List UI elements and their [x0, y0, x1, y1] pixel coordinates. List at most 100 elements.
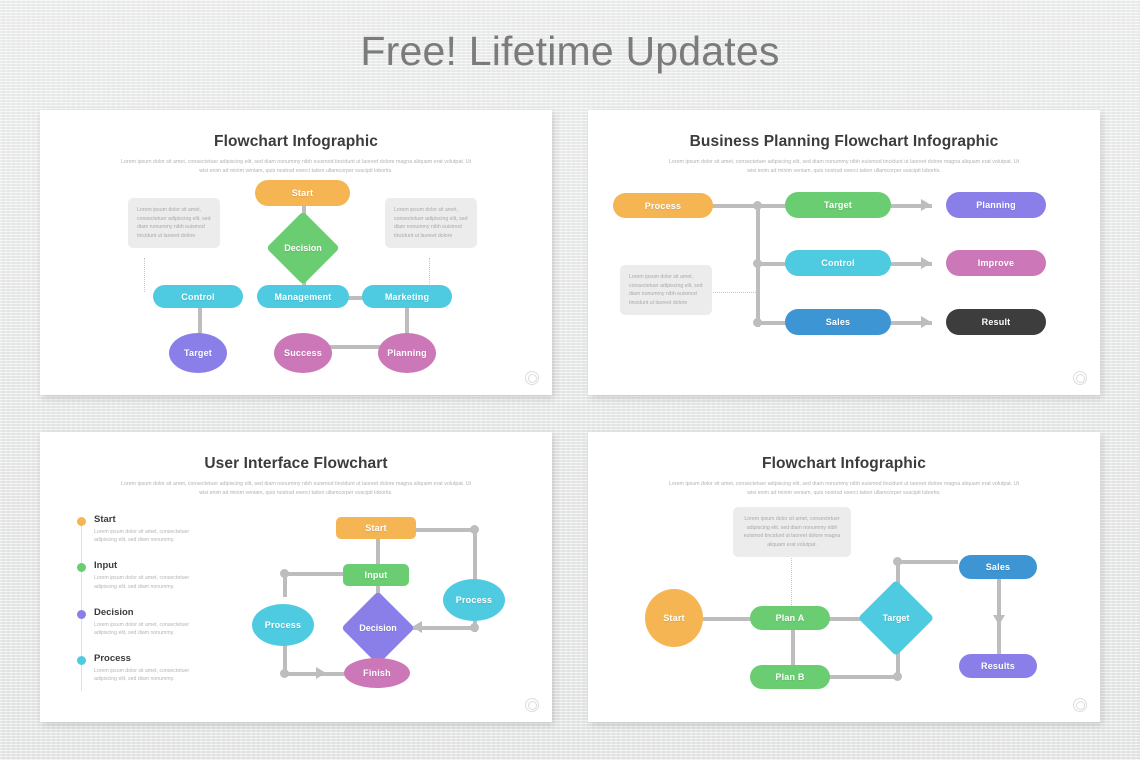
junction-dot-bottom [753, 318, 762, 327]
node-control[interactable]: Control [153, 285, 243, 308]
node-marketing[interactable]: Marketing [362, 285, 452, 308]
connector-target-planning [888, 204, 932, 208]
note-right: Lorem ipsum dolor sit amet, consectetuer… [385, 198, 477, 249]
connector-right-to-decision [410, 626, 477, 630]
connector-left-down-a [283, 572, 287, 597]
node-sales[interactable]: Sales [959, 555, 1037, 579]
node-process-right[interactable]: Process [443, 579, 505, 621]
legend-item-input[interactable]: Input Lorem ipsum dolor sit amet, consec… [76, 560, 204, 591]
card-flowchart-infographic-2[interactable]: Flowchart Infographic Lorem ipsum dolor … [588, 432, 1100, 722]
card-business-planning-flowchart[interactable]: Business Planning Flowchart Infographic … [588, 110, 1100, 395]
arrow-sales-result-icon [921, 316, 931, 328]
node-planning[interactable]: Planning [946, 192, 1046, 218]
node-input[interactable]: Input [343, 564, 409, 586]
legend-label: Input [94, 560, 118, 572]
node-process[interactable]: Process [613, 193, 713, 218]
node-management[interactable]: Management [257, 285, 349, 308]
arrow-target-planning-icon [921, 199, 931, 211]
card-subtitle: Lorem ipsum dolor sit amet, consectetuer… [668, 159, 1020, 174]
node-improve[interactable]: Improve [946, 250, 1046, 276]
leader-note-plana [791, 555, 792, 607]
node-result[interactable]: Result [946, 309, 1046, 335]
card-title: User Interface Flowchart [204, 455, 388, 472]
connector-control-improve [888, 262, 932, 266]
flow-canvas-1: Lorem ipsum dolor sit amet, consectetuer… [40, 110, 552, 395]
connector-management-marketing [302, 296, 406, 300]
card-subtitle: Lorem ipsum dolor sit amet, consectetuer… [120, 159, 472, 174]
card-flowchart-infographic[interactable]: Flowchart Infographic Lorem ipsum dolor … [40, 110, 552, 395]
connector-right-down-a [473, 528, 477, 580]
node-decision[interactable]: Decision [341, 591, 415, 665]
arrow-right-to-decision-icon [412, 621, 422, 633]
legend-item-process[interactable]: Process Lorem ipsum dolor sit amet, cons… [76, 653, 204, 684]
legend: Start Lorem ipsum dolor sit amet, consec… [76, 514, 204, 699]
connector-start-right [415, 528, 477, 532]
legend-item-start[interactable]: Start Lorem ipsum dolor sit amet, consec… [76, 514, 204, 545]
node-results[interactable]: Results [959, 654, 1037, 678]
connector-trunk-control [756, 262, 800, 266]
card-title: Flowchart Infographic [762, 455, 926, 472]
card-user-interface-flowchart[interactable]: User Interface Flowchart Lorem ipsum dol… [40, 432, 552, 722]
connector-sales-result [888, 321, 932, 325]
watermark-logo-icon [525, 371, 539, 385]
note-top: Lorem ipsum dolor sit amet, consectetuer… [733, 507, 851, 558]
page-title: Free! Lifetime Updates [360, 28, 780, 74]
node-decision[interactable]: Decision [266, 211, 340, 285]
connector-planb-corner [828, 675, 900, 679]
legend-rail [81, 520, 82, 692]
card-subtitle: Lorem ipsum dolor sit amet, consectetuer… [668, 481, 1020, 496]
legend-dot-icon [77, 655, 86, 665]
node-plan-a[interactable]: Plan A [750, 606, 830, 630]
watermark-logo-icon [1073, 371, 1087, 385]
node-start[interactable]: Start [645, 589, 703, 647]
arrow-sales-results-icon [993, 615, 1005, 625]
connector-left-down-b [283, 630, 287, 674]
node-target[interactable]: Target [857, 579, 935, 657]
note-left: Lorem ipsum dolor sit amet, consectetuer… [128, 198, 220, 249]
legend-description: Lorem ipsum dolor sit amet, consectetuer… [94, 529, 190, 544]
connector-control-target [198, 306, 202, 336]
legend-description: Lorem ipsum dolor sit amet, consectetuer… [94, 667, 190, 683]
legend-description: Lorem ipsum dolor sit amet, consectetuer… [94, 575, 190, 590]
node-finish[interactable]: Finish [344, 658, 410, 688]
legend-item-decision[interactable]: Decision Lorem ipsum dolor sit amet, con… [76, 607, 204, 638]
watermark-logo-icon [525, 698, 539, 712]
connector-trunk-sales [756, 321, 800, 325]
junction-dot-mid [753, 259, 762, 268]
connector-target-top-corner [896, 560, 900, 600]
arrow-control-improve-icon [921, 257, 931, 269]
legend-dot-icon [77, 609, 86, 619]
node-process-left[interactable]: Process [252, 604, 314, 646]
watermark-logo-icon [1073, 698, 1087, 712]
flow-canvas-2: Lorem ipsum dolor sit amet, consectetuer… [588, 110, 1100, 395]
legend-label: Decision [94, 606, 134, 618]
legend-dot-icon [77, 563, 86, 573]
connector-input-left [283, 572, 363, 576]
node-start[interactable]: Start [336, 517, 416, 539]
node-target[interactable]: Target [785, 192, 891, 218]
leader-right-note [429, 258, 430, 292]
note-left: Lorem ipsum dolor sit amet, consectetuer… [620, 265, 712, 316]
connector-trunk-target [756, 204, 800, 208]
node-planning[interactable]: Planning [378, 333, 436, 373]
junction-dot-top [753, 201, 762, 210]
connector-start-plana [698, 617, 768, 621]
leader-note-trunk [706, 292, 758, 293]
leader-left-note [144, 258, 145, 292]
legend-description: Lorem ipsum dolor sit amet, consectetuer… [94, 621, 190, 637]
junction-dot-top-right [470, 525, 479, 534]
node-start[interactable]: Start [255, 180, 350, 206]
legend-label: Process [94, 652, 131, 664]
card-title: Flowchart Infographic [214, 133, 378, 150]
node-sales[interactable]: Sales [785, 309, 891, 335]
node-control[interactable]: Control [785, 250, 891, 276]
flow-canvas-3: Start Input Process Process Decision Fin… [40, 432, 552, 722]
connector-success-planning [330, 345, 410, 349]
node-plan-b[interactable]: Plan B [750, 665, 830, 689]
card-subtitle: Lorem ipsum dolor sit amet, consectetuer… [120, 481, 472, 496]
connector-process-trunk [712, 204, 760, 208]
connector-start-input [376, 528, 380, 568]
card-title: Business Planning Flowchart Infographic [689, 133, 999, 150]
node-target[interactable]: Target [169, 333, 227, 373]
node-success[interactable]: Success [274, 333, 332, 373]
